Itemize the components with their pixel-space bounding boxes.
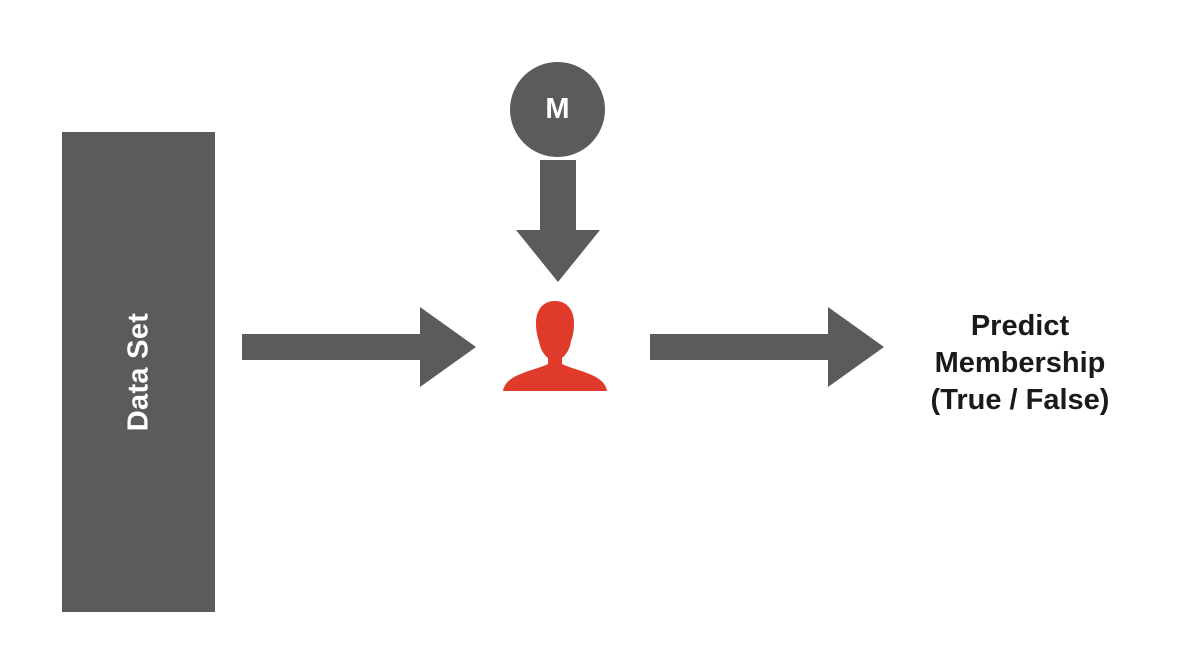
output-line-3: (True / False) — [930, 384, 1110, 416]
output-line-1: Predict — [970, 310, 1070, 342]
dataset-label: Data Set — [122, 312, 154, 432]
model-node: M — [510, 62, 605, 157]
model-to-attacker-arrow — [516, 160, 600, 282]
person-silhouette-icon — [503, 301, 607, 391]
dataset-to-attacker-arrow — [242, 307, 476, 387]
output-line-2: Membership — [934, 347, 1106, 379]
model-label: M — [545, 93, 570, 125]
attacker-to-output-arrow — [650, 307, 884, 387]
dataset-block: Data Set — [62, 132, 215, 612]
output-label: Predict Membership (True / False) — [880, 308, 1160, 419]
